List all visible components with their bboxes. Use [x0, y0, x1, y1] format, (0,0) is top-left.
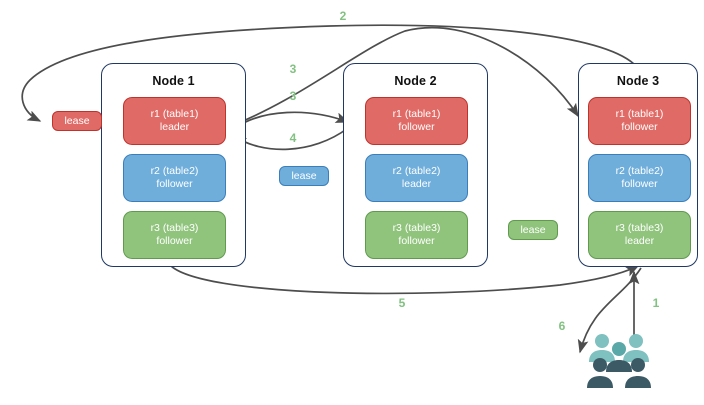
replica-role: leader: [401, 178, 432, 190]
replica-role: follower: [621, 178, 658, 190]
replica-name: r2 (table2): [615, 165, 664, 177]
replica-name: r3 (table3): [615, 222, 664, 234]
lease-badge-r2[interactable]: lease: [279, 166, 329, 186]
replica-name: r3 (table3): [150, 222, 199, 234]
lease-badge-r3[interactable]: lease: [508, 220, 558, 240]
replica-node1-r3[interactable]: r3 (table3) follower: [123, 211, 226, 259]
replica-role: follower: [398, 121, 435, 133]
replica-node1-r2[interactable]: r2 (table2) follower: [123, 154, 226, 202]
node-title: Node 1: [152, 74, 195, 88]
users-icon: [587, 334, 651, 388]
step-label-4: 4: [289, 131, 297, 145]
replica-node3-r3[interactable]: r3 (table3) leader: [588, 211, 691, 259]
replica-name: r2 (table2): [150, 165, 199, 177]
users-back-row: [589, 334, 649, 362]
replica-node2-r3[interactable]: r3 (table3) follower: [365, 211, 468, 259]
arrow-step-5: [169, 264, 640, 295]
users-middle-person: [612, 342, 626, 356]
users-front-row: [587, 358, 651, 388]
replica-role: follower: [398, 235, 435, 247]
replica-node2-r1[interactable]: r1 (table1) follower: [365, 97, 468, 145]
replica-name: r1 (table1): [392, 108, 441, 120]
replica-name: r1 (table1): [615, 108, 664, 120]
replica-node3-r2[interactable]: r2 (table2) follower: [588, 154, 691, 202]
node-container-node2: Node 2 r1 (table1) follower r2 (table2) …: [343, 63, 488, 267]
step-label-3-upper: 3: [289, 62, 297, 76]
replica-name: r2 (table2): [392, 165, 441, 177]
step-label-3-lower: 3: [289, 89, 297, 103]
replica-role: leader: [624, 235, 655, 247]
replica-role: follower: [621, 121, 658, 133]
step-label-5: 5: [398, 296, 406, 310]
replica-node3-r1[interactable]: r1 (table1) follower: [588, 97, 691, 145]
replica-role: follower: [156, 235, 193, 247]
node-container-node3: Node 3 r1 (table1) follower r2 (table2) …: [578, 63, 698, 267]
replica-name: r3 (table3): [392, 222, 441, 234]
node-title: Node 3: [616, 74, 660, 88]
replica-name: r1 (table1): [150, 108, 199, 120]
arrow-step-3-lower: [231, 111, 350, 131]
replica-role: follower: [156, 178, 193, 190]
node-title: Node 2: [394, 74, 437, 88]
replica-node1-r1[interactable]: r1 (table1) leader: [123, 97, 226, 145]
node-container-node1: Node 1 r1 (table1) leader r2 (table2) fo…: [101, 63, 246, 267]
step-label-6: 6: [558, 319, 566, 333]
step-label-2: 2: [339, 9, 347, 23]
replica-role: leader: [159, 121, 190, 133]
lease-badge-r1[interactable]: lease: [52, 111, 102, 131]
replica-node2-r2[interactable]: r2 (table2) leader: [365, 154, 468, 202]
step-label-1: 1: [652, 296, 660, 310]
